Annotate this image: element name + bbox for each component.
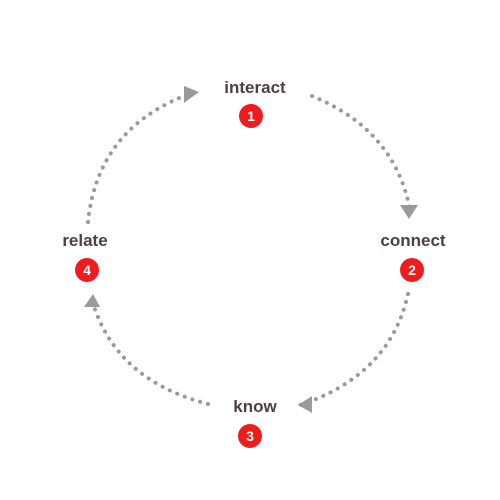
- step-badge-3: 3: [238, 424, 262, 448]
- connector-interact-to-connect: [310, 94, 412, 212]
- arrowhead-to-interact: [184, 86, 199, 103]
- step-label-relate: relate: [62, 231, 108, 250]
- step-badge-4: 4: [75, 258, 99, 282]
- step-label-connect: connect: [380, 231, 446, 250]
- arrowhead-to-connect: [400, 205, 418, 219]
- step-label-interact: interact: [224, 78, 286, 97]
- arrowhead-to-relate: [84, 294, 100, 307]
- connector-relate-to-interact: [86, 90, 197, 224]
- connector-connect-to-know: [298, 292, 410, 407]
- step-badge-1: 1: [239, 104, 263, 128]
- connector-know-to-relate: [90, 298, 210, 406]
- arrowhead-to-know: [298, 396, 312, 413]
- step-badge-2: 2: [400, 258, 424, 282]
- step-label-know: know: [233, 397, 277, 416]
